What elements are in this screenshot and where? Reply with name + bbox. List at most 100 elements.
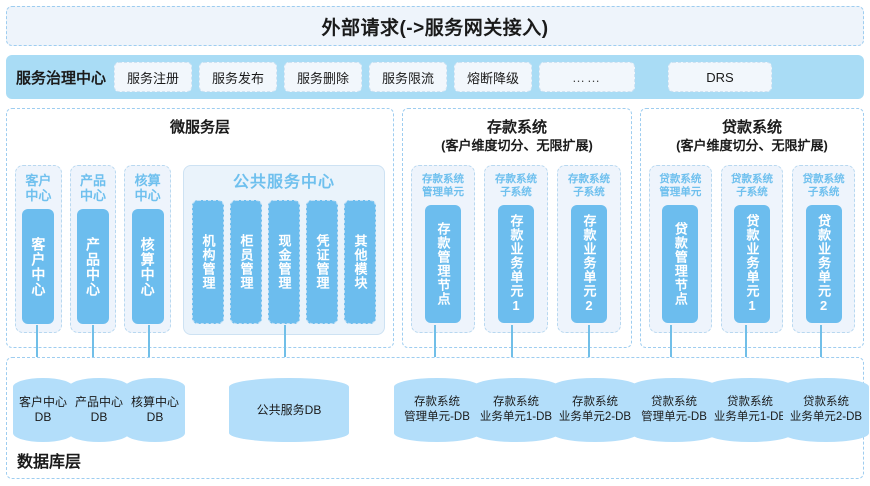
unit-product-center[interactable]: 产品 中心 产品中心 <box>69 165 117 333</box>
section-deposit-system: 存款系统 (客户维度切分、无限扩展) 存款系统 管理单元 存款管理节点 存款系统… <box>402 108 632 348</box>
unit-deposit-management-head: 存款系统 管理单元 <box>422 173 464 199</box>
chip-voucher-management[interactable]: 凭证管理 <box>306 200 339 324</box>
chip-loan-business-unit-1[interactable]: 贷款业务单元1 <box>734 205 770 323</box>
section-loan-system: 贷款系统 (客户维度切分、无限扩展) 贷款系统 管理单元 贷款管理节点 贷款系统… <box>640 108 864 348</box>
chip-teller-management[interactable]: 柜员管理 <box>230 200 263 324</box>
unit-customer-center[interactable]: 客户 中心 客户中心 <box>15 165 62 333</box>
unit-head-line1: 存款系统 <box>422 173 464 185</box>
gov-button-drs[interactable]: DRS <box>668 62 773 92</box>
unit-loan-management-head: 贷款系统 管理单元 <box>659 173 701 199</box>
section-microservice-layer: 微服务层 客户 中心 客户中心 产品 中心 产品中心 <box>6 108 394 348</box>
db-deposit-business-unit-1[interactable]: 存款系统 业务单元1-DB <box>473 378 559 442</box>
unit-deposit-subsystem-1[interactable]: 存款系统 子系统 存款业务单元1 <box>484 165 548 333</box>
chip-other-modules[interactable]: 其他模块 <box>344 200 377 324</box>
db-label-line2: DB <box>90 410 108 424</box>
unit-loan-subsystem-2[interactable]: 贷款系统 子系统 贷款业务单元2 <box>792 165 856 333</box>
db-label-line2: DB <box>146 410 164 424</box>
gov-button-delete[interactable]: 服务删除 <box>284 62 363 92</box>
unit-head-line1: 产品 <box>80 173 107 188</box>
gov-button-register[interactable]: 服务注册 <box>114 62 193 92</box>
db-label-line1: 客户中心 <box>18 395 67 409</box>
unit-loan-subsystem-1[interactable]: 贷款系统 子系统 贷款业务单元1 <box>720 165 784 333</box>
unit-head-line2: 管理单元 <box>422 186 464 198</box>
database-layer: 客户中心 DB 产品中心 DB 核算中心 DB 公共服务DB 存款系统 <box>6 357 869 479</box>
unit-head-line1: 存款系统 <box>568 173 610 185</box>
db-label-line2: 管理单元-DB <box>404 411 470 423</box>
db-public-service[interactable]: 公共服务DB <box>229 378 349 442</box>
unit-loan-management[interactable]: 贷款系统 管理单元 贷款管理节点 <box>649 165 712 333</box>
db-customer-center[interactable]: 客户中心 DB <box>13 378 73 442</box>
unit-head-line2: 中心 <box>134 188 161 203</box>
db-label-line2: 业务单元1-DB <box>713 411 787 423</box>
db-label-line2: 业务单元1-DB <box>479 411 553 423</box>
microservice-layer-title: 微服务层 <box>169 119 230 136</box>
db-label-line2: 业务单元2-DB <box>789 411 863 423</box>
gov-button-more[interactable]: …… <box>539 62 636 92</box>
db-label-line1: 贷款系统 <box>802 396 849 408</box>
external-request-banner: 外部请求(->服务网关接入) <box>6 6 864 46</box>
db-label-line1: 贷款系统 <box>651 396 697 408</box>
chip-deposit-business-unit-1[interactable]: 存款业务单元1 <box>498 205 534 323</box>
db-label-line1: 产品中心 <box>74 395 123 409</box>
deposit-units: 存款系统 管理单元 存款管理节点 存款系统 子系统 存款业务单元1 存款系统 <box>403 165 631 333</box>
deposit-system-subtitle: (客户维度切分、无限扩展) <box>441 138 593 153</box>
db-deposit-management-unit[interactable]: 存款系统 管理单元-DB <box>394 378 480 442</box>
unit-accounting-center[interactable]: 核算 中心 核算中心 <box>124 165 172 333</box>
external-request-title: 外部请求(->服务网关接入) <box>321 17 549 39</box>
unit-head-line1: 客户 <box>25 173 52 188</box>
chip-org-management[interactable]: 机构管理 <box>192 200 225 324</box>
gov-button-circuit-breaker[interactable]: 熔断降级 <box>454 62 533 92</box>
unit-head-line1: 存款系统 <box>495 173 537 185</box>
db-deposit-business-unit-2[interactable]: 存款系统 业务单元2-DB <box>552 378 638 442</box>
unit-head-line1: 核算 <box>134 173 161 188</box>
db-label-line1: 贷款系统 <box>726 396 773 408</box>
db-label-line1: 存款系统 <box>414 396 460 408</box>
db-label-line1: 存款系统 <box>492 396 539 408</box>
unit-head-line2: 子系统 <box>500 186 532 198</box>
chip-product-center[interactable]: 产品中心 <box>77 209 109 324</box>
unit-head-line1: 贷款系统 <box>802 173 845 185</box>
database-layer-label: 数据库层 <box>17 454 82 471</box>
db-label-line1: 公共服务DB <box>256 402 322 417</box>
db-label-line2: 管理单元-DB <box>641 411 707 423</box>
db-loan-management-unit[interactable]: 贷款系统 管理单元-DB <box>631 378 717 442</box>
chip-customer-center[interactable]: 客户中心 <box>22 209 55 324</box>
public-service-center-title: 公共服务中心 <box>233 174 336 191</box>
loan-units: 贷款系统 管理单元 贷款管理节点 贷款系统 子系统 贷款业务单元1 贷款系统 <box>641 165 863 333</box>
architecture-sections: 微服务层 客户 中心 客户中心 产品 中心 产品中心 <box>6 108 864 348</box>
unit-head-line1: 贷款系统 <box>731 173 773 185</box>
chip-loan-business-unit-2[interactable]: 贷款业务单元2 <box>805 205 842 323</box>
unit-deposit-subsystem-2-head: 存款系统 子系统 <box>568 173 610 199</box>
unit-head-line2: 管理单元 <box>659 186 702 198</box>
unit-deposit-subsystem-2[interactable]: 存款系统 子系统 存款业务单元2 <box>557 165 621 333</box>
unit-accounting-center-head: 核算 中心 <box>135 173 161 203</box>
unit-head-line2: 子系统 <box>807 186 840 198</box>
db-loan-business-unit-1[interactable]: 贷款系统 业务单元1-DB <box>707 378 793 442</box>
service-governance-bar: 服务治理中心 服务注册 服务发布 服务删除 服务限流 熔断降级 …… DRS <box>6 55 864 99</box>
db-product-center[interactable]: 产品中心 DB <box>69 378 129 442</box>
chip-accounting-center[interactable]: 核算中心 <box>131 209 164 324</box>
microservice-units: 客户 中心 客户中心 产品 中心 产品中心 核算 中心 <box>7 165 393 335</box>
gov-button-publish[interactable]: 服务发布 <box>199 62 278 92</box>
chip-cash-management[interactable]: 现金管理 <box>268 200 301 324</box>
unit-head-line2: 中心 <box>25 188 52 203</box>
loan-system-subtitle: (客户维度切分、无限扩展) <box>676 138 828 153</box>
unit-deposit-subsystem-1-head: 存款系统 子系统 <box>495 173 537 199</box>
chip-deposit-management-node[interactable]: 存款管理节点 <box>425 205 461 323</box>
chip-loan-management-node[interactable]: 贷款管理节点 <box>662 205 699 323</box>
gov-button-rate-limit[interactable]: 服务限流 <box>369 62 448 92</box>
unit-deposit-management[interactable]: 存款系统 管理单元 存款管理节点 <box>411 165 475 333</box>
unit-head-line2: 子系统 <box>736 186 768 198</box>
unit-product-center-head: 产品 中心 <box>80 173 106 203</box>
db-label-line2: 业务单元2-DB <box>558 411 632 423</box>
db-label-line2: DB <box>34 410 52 424</box>
db-label-line1: 核算中心 <box>130 395 179 409</box>
unit-loan-subsystem-1-head: 贷款系统 子系统 <box>731 173 773 199</box>
db-accounting-center[interactable]: 核算中心 DB <box>125 378 185 442</box>
loan-system-title: 贷款系统 <box>721 119 782 136</box>
unit-customer-center-head: 客户 中心 <box>25 173 51 203</box>
db-loan-business-unit-2[interactable]: 贷款系统 业务单元2-DB <box>783 378 869 442</box>
chip-deposit-business-unit-2[interactable]: 存款业务单元2 <box>571 205 607 323</box>
unit-head-line2: 子系统 <box>573 186 605 198</box>
unit-head-line1: 贷款系统 <box>659 173 702 185</box>
